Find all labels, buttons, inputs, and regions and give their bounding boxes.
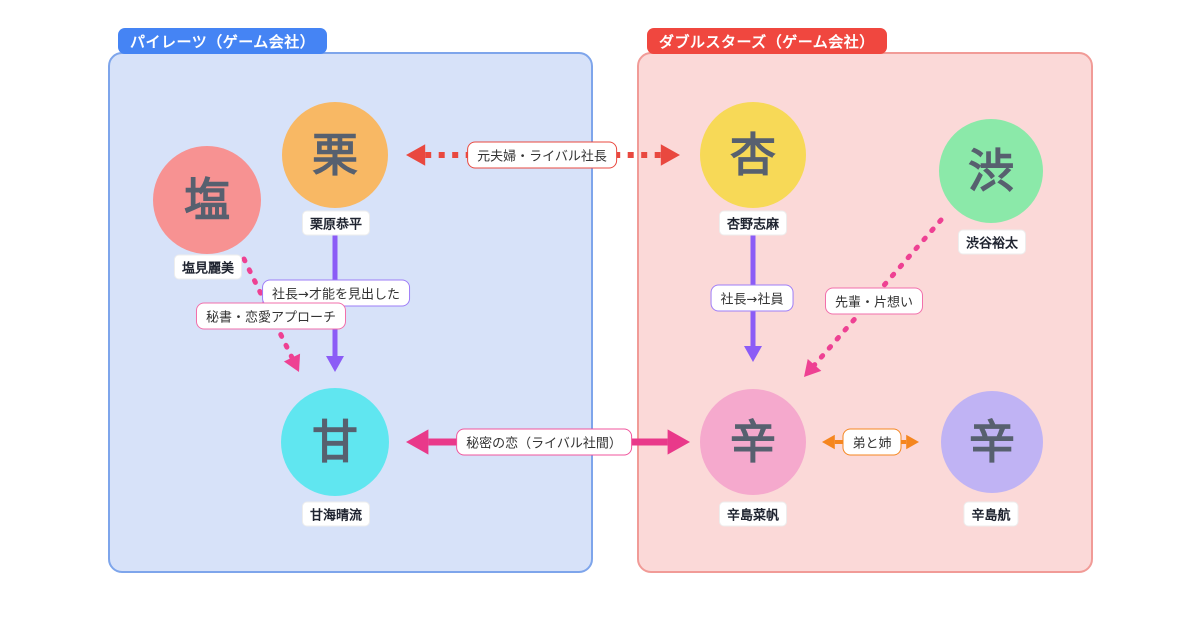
character-name-label-kara-wataru: 辛島航 xyxy=(963,501,1019,527)
character-kanji: 塩 xyxy=(184,173,230,227)
arrowhead-icon xyxy=(804,359,822,377)
character-node-an: 杏 xyxy=(700,102,806,208)
character-kanji: 渋 xyxy=(968,144,1014,198)
arrowhead-icon xyxy=(326,356,344,372)
character-name-label-shio: 塩見麗美 xyxy=(173,254,243,280)
character-kanji: 杏 xyxy=(730,128,776,182)
arrowhead-icon xyxy=(744,346,762,362)
character-name-label-kuri: 栗原恭平 xyxy=(301,210,371,236)
arrowhead-icon xyxy=(667,429,690,455)
character-kanji: 栗 xyxy=(312,128,358,182)
character-node-kara-wataru: 辛 xyxy=(941,391,1043,493)
relationship-label-brother-sister: 弟と姉 xyxy=(842,428,902,456)
character-kanji: 甘 xyxy=(312,415,358,469)
character-kanji: 辛 xyxy=(730,415,776,469)
group-header-doublestars: ダブルスターズ（ゲーム会社） xyxy=(647,28,887,54)
arrowhead-icon xyxy=(283,353,301,372)
character-kanji: 辛 xyxy=(969,415,1015,469)
relationship-label-secretary-love-approach: 秘書・恋愛アプローチ xyxy=(195,302,347,330)
relationship-label-president-found-talent: 社長→才能を見出した xyxy=(262,279,410,307)
character-node-shio: 塩 xyxy=(153,146,261,254)
relationship-label-secret-love: 秘密の恋（ライバル社間） xyxy=(456,428,632,456)
relationship-label-ex-couple: 元夫婦・ライバル社長 xyxy=(467,141,617,169)
character-node-kara-naho: 辛 xyxy=(700,389,806,495)
arrowhead-icon xyxy=(406,429,429,455)
arrowhead-icon xyxy=(660,144,680,166)
character-name-label-an: 杏野志麻 xyxy=(718,210,788,236)
character-name-label-kara-naho: 辛島菜帆 xyxy=(718,501,788,527)
relationship-label-senpai-one-sided-love: 先輩・片想い xyxy=(824,287,924,315)
arrowhead-icon xyxy=(822,434,835,450)
character-node-kuri: 栗 xyxy=(282,102,388,208)
arrowhead-icon xyxy=(406,144,426,166)
relationship-label-president-employee: 社長→社員 xyxy=(710,284,794,312)
group-header-pirates: パイレーツ（ゲーム会社） xyxy=(118,28,328,54)
character-node-ama: 甘 xyxy=(281,388,389,496)
arrowhead-icon xyxy=(906,434,919,450)
character-node-shibu: 渋 xyxy=(939,119,1043,223)
character-name-label-shibu: 渋谷裕太 xyxy=(957,229,1027,255)
character-name-label-ama: 甘海晴流 xyxy=(301,501,371,527)
